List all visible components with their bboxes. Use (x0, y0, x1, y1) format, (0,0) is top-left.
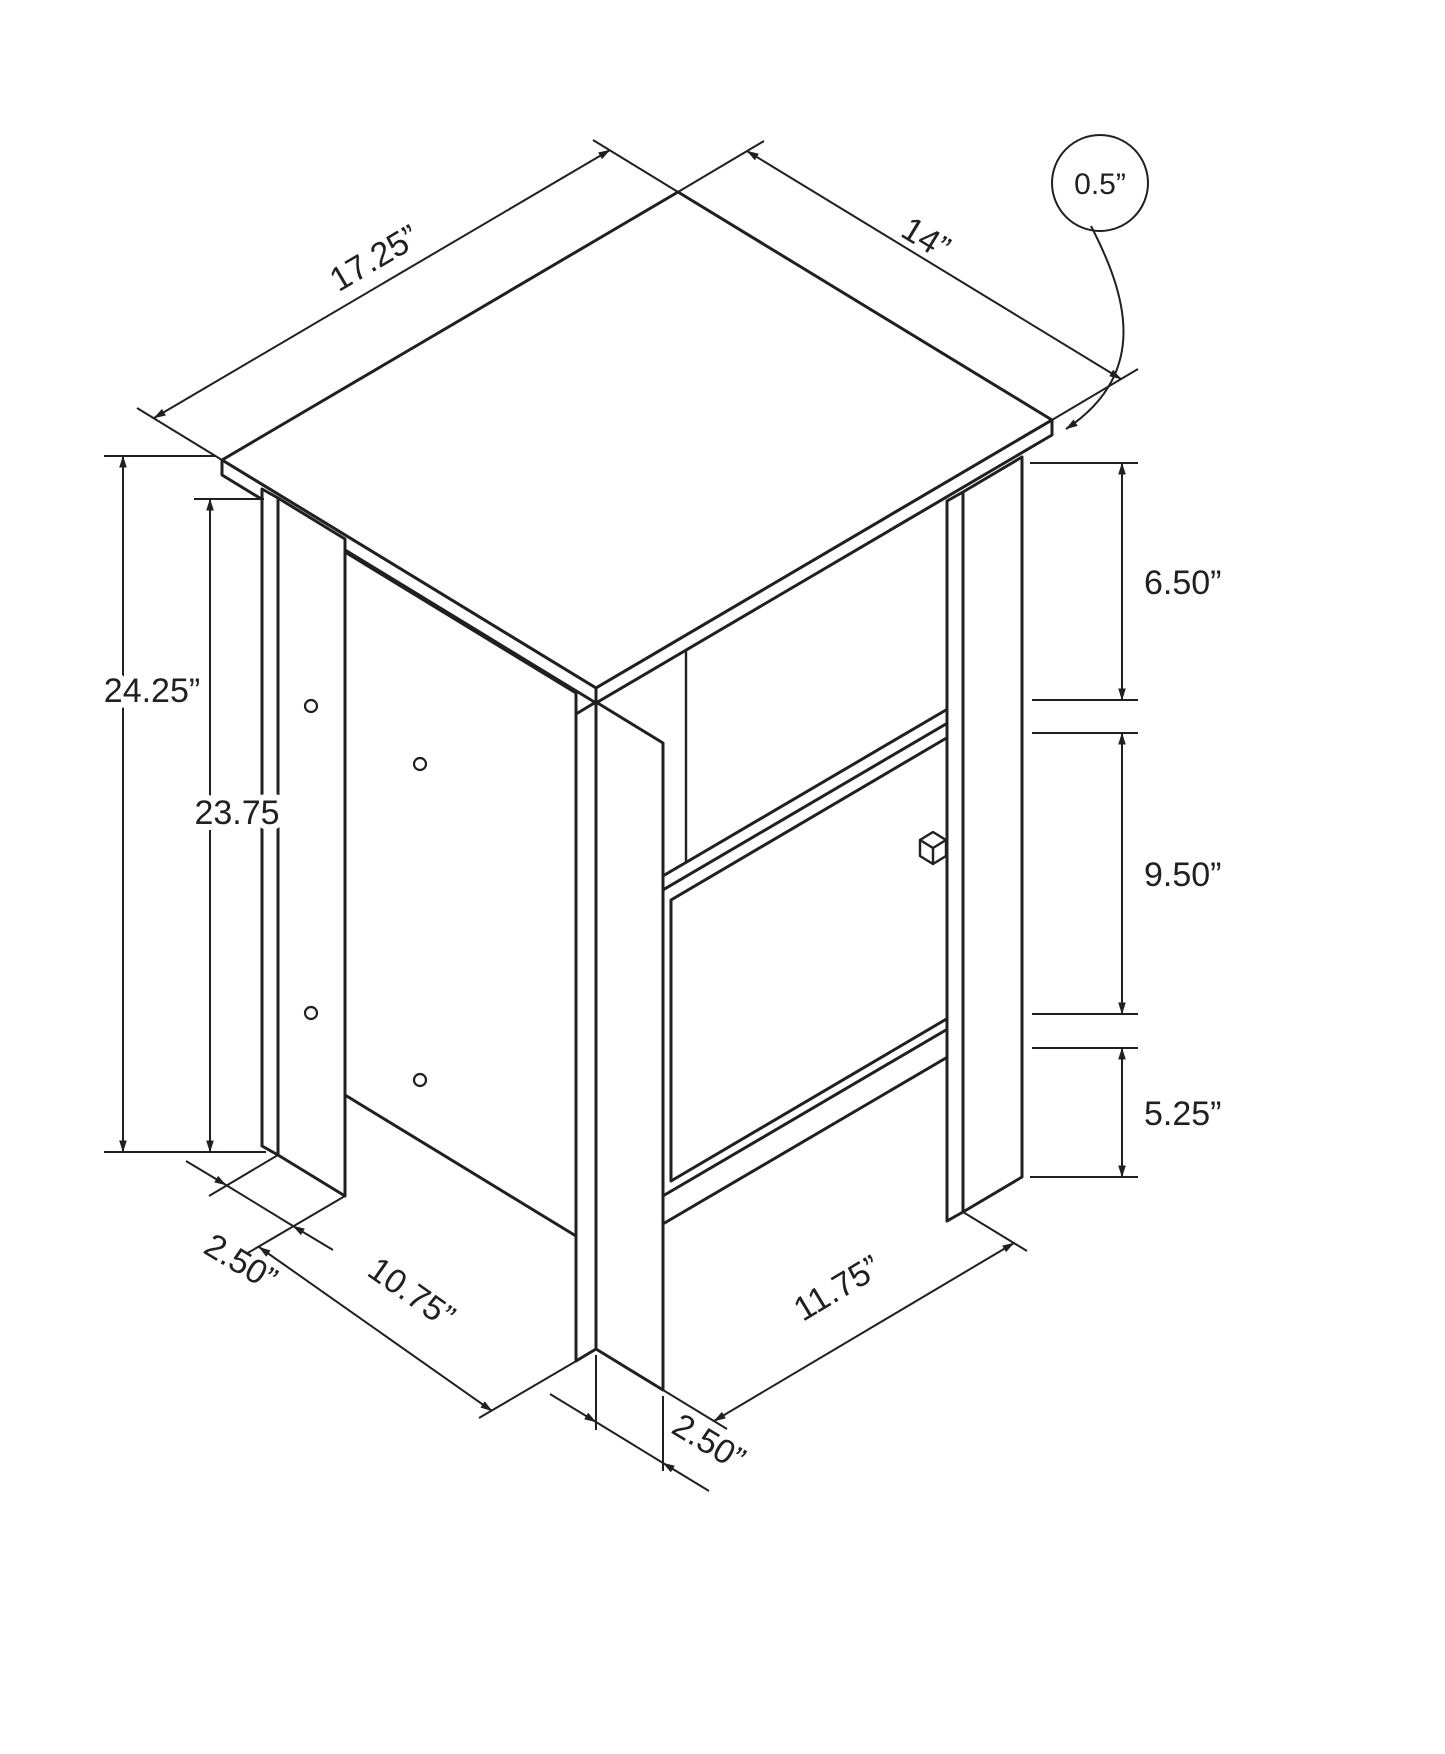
dimension-line (225, 1184, 294, 1227)
leg-cam-hole (303, 698, 319, 714)
extension-line (592, 139, 679, 193)
dimension-arrow-line (292, 1225, 334, 1251)
dim-label-left-leg-width: 2.50” (198, 1226, 284, 1298)
dimension-arrow-line (662, 1462, 710, 1492)
extension-line (208, 1154, 279, 1197)
extension-line (962, 1211, 1028, 1252)
dim-label-left-base-span: 10.75” (361, 1250, 462, 1336)
front-leg-face (594, 700, 665, 1392)
dim-right-base-span: 11.75” (662, 1211, 1028, 1430)
dim-label-right-base-span: 11.75” (787, 1248, 887, 1329)
dim-label-bottom-clearance: 5.25” (1144, 1095, 1222, 1133)
dim-label-leg-height: 23.75 (194, 794, 279, 832)
dim-top-thickness-callout: 0.5” (1051, 134, 1149, 430)
extension-line (662, 1389, 728, 1430)
dimension-line (713, 1242, 1015, 1422)
dim-bottom-clearance: 5.25” (1030, 1047, 1228, 1178)
dimension-arrow-line (185, 1160, 227, 1186)
dimension-line (746, 150, 1122, 380)
extension-line (677, 140, 765, 193)
knob-facets (918, 838, 948, 866)
dim-overall-height: 24.25” (98, 455, 266, 1153)
table-line-art (220, 190, 1054, 1392)
dimension-arrow-line (549, 1393, 597, 1423)
dim-leg-height: 23.75 (188, 498, 286, 1153)
right-back-leg-edge (945, 490, 965, 1223)
dim-label-door-height: 9.50” (1144, 856, 1222, 894)
dimension-line (595, 1421, 664, 1464)
dim-label-top-width: 14” (895, 210, 957, 268)
extension-line (136, 407, 223, 461)
dim-door-height: 9.50” (1032, 732, 1228, 1015)
tabletop-edge-right (594, 418, 1054, 705)
dim-label-open-shelf-height: 6.50” (1144, 564, 1222, 602)
dim-label-overall-height: 24.25” (104, 672, 200, 710)
left-back-leg-face (276, 496, 347, 1198)
extension-line (245, 1195, 346, 1255)
callout-circle (1051, 134, 1149, 232)
leader-line (1065, 225, 1125, 430)
extension-line (1051, 368, 1139, 421)
door-knob-icon (918, 830, 948, 866)
panel-cam-hole (412, 1072, 428, 1088)
dimension-line (153, 149, 611, 419)
front-leg-edge (574, 700, 598, 1363)
dim-label-top-depth: 17.25” (323, 218, 425, 300)
panel-cam-hole (412, 756, 428, 772)
dimension-line (258, 1246, 493, 1412)
leg-cam-hole (303, 1005, 319, 1021)
right-back-leg-face (961, 455, 1024, 1214)
extension-line (478, 1359, 579, 1419)
dim-left-base-span: 10.75” (245, 1195, 579, 1419)
dim-label-top-thickness: 0.5” (1074, 168, 1126, 201)
dim-open-shelf-height: 6.50” (1030, 462, 1228, 701)
